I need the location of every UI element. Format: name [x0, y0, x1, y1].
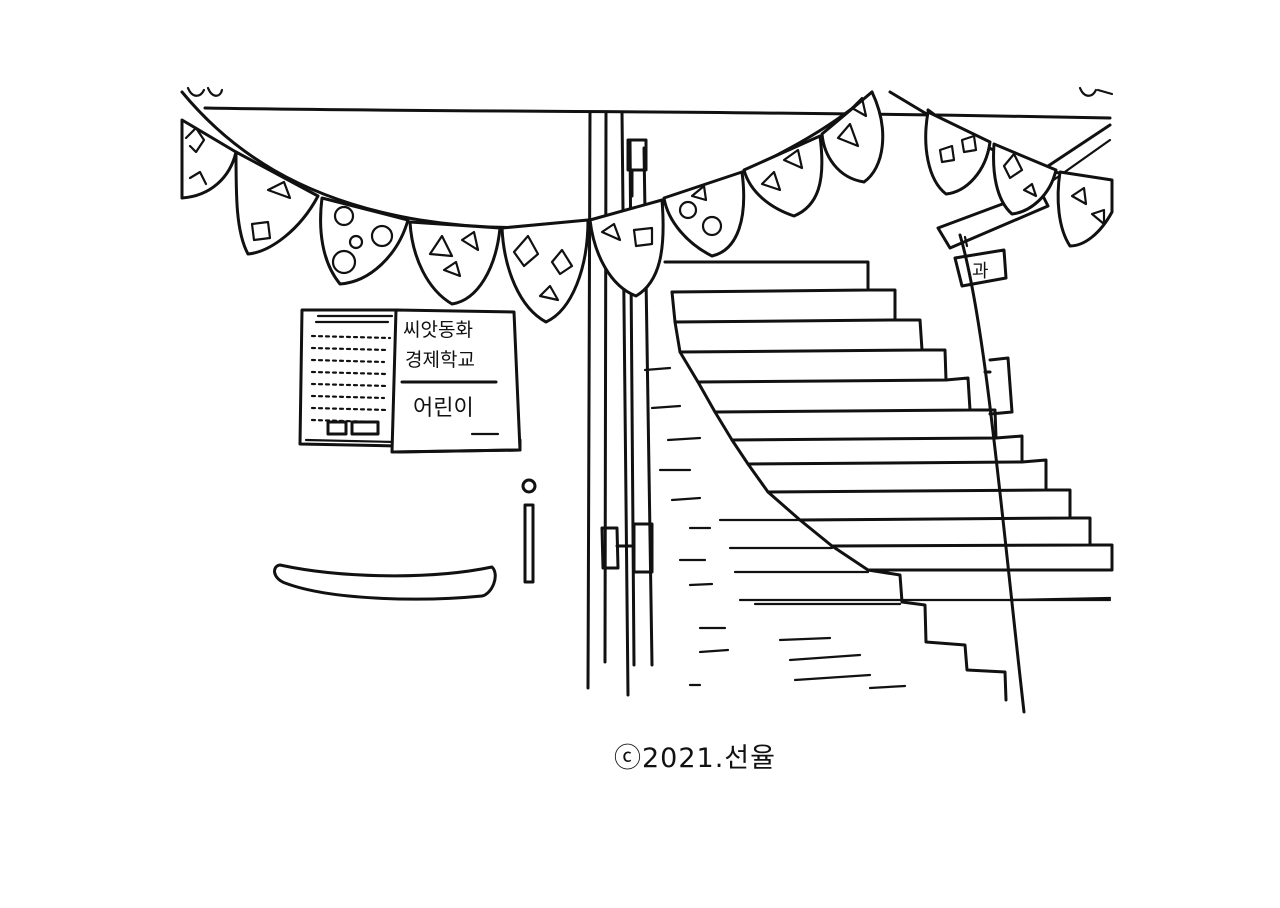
sign-label: 과 — [972, 261, 989, 282]
pennant-flag — [1056, 170, 1114, 248]
copyright-credit: ⓒ2021.선율 — [614, 743, 776, 774]
pennant-flag — [180, 118, 238, 200]
pennant-flag — [588, 198, 665, 298]
ceiling-line — [203, 106, 1112, 120]
right-wall — [958, 233, 1026, 714]
pennant-flag — [234, 150, 320, 256]
poster-title-line2: 경제학교 — [405, 349, 475, 371]
poster-subtitle: 어린이 — [413, 396, 474, 421]
pennant-flag — [992, 142, 1058, 216]
pennant-flag — [319, 196, 410, 286]
pennant-flag — [662, 170, 746, 258]
pennant-flag — [924, 110, 992, 196]
door-pillar — [586, 110, 654, 697]
pennant-flag — [742, 134, 824, 218]
pennant-flag — [500, 218, 590, 324]
bunting-garland — [180, 86, 1114, 324]
notice-poster — [298, 308, 400, 448]
staircase — [663, 260, 1114, 702]
wall-posters: 씨앗동화 경제학교 어린이 — [298, 308, 522, 454]
pennant-flag — [408, 220, 502, 306]
floor-texture — [643, 366, 907, 690]
poster-title-line1: 씨앗동화 — [403, 319, 473, 341]
door-latch — [600, 522, 654, 574]
pennant-flag — [820, 90, 885, 184]
wall-fixtures — [273, 478, 537, 601]
